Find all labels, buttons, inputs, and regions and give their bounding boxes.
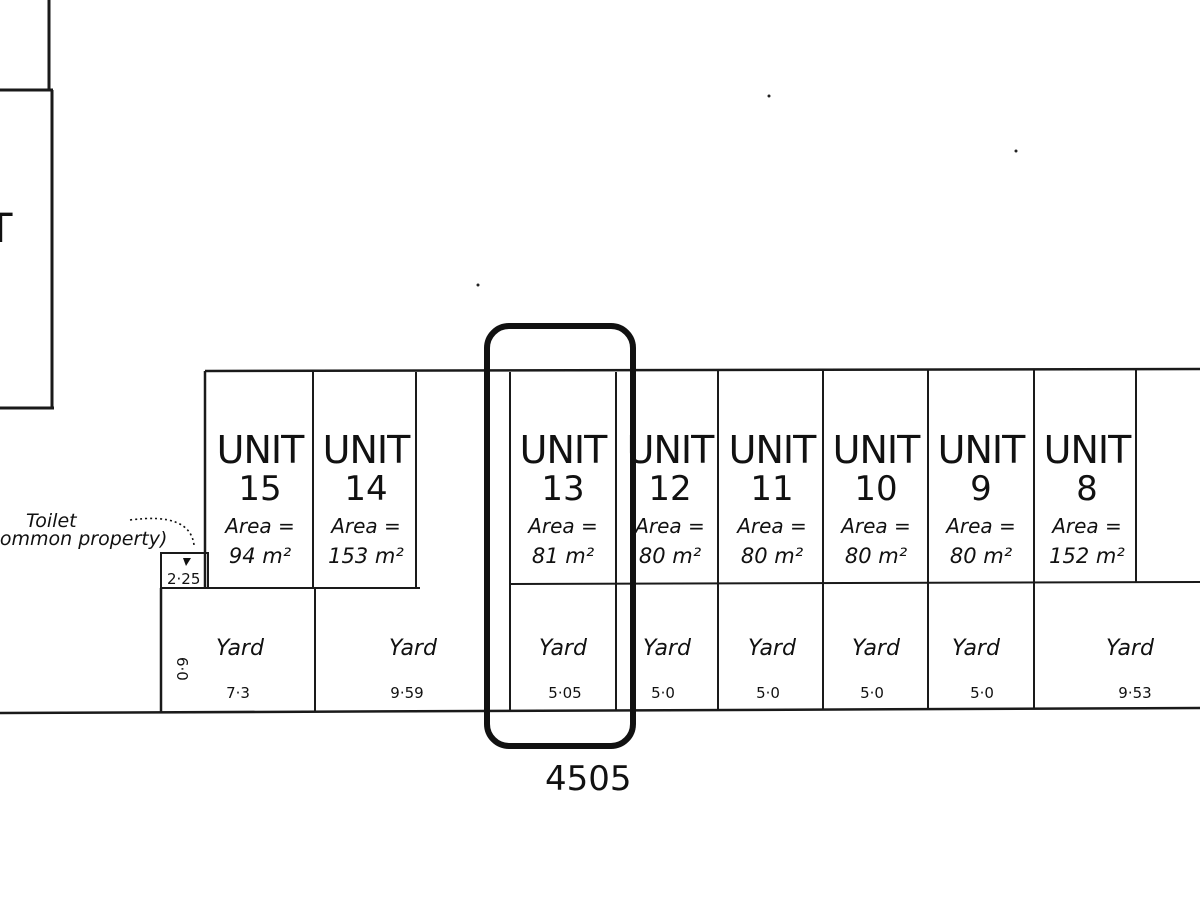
yard-width-dim: 5·05 — [548, 684, 581, 702]
unit-label: UNIT — [729, 428, 817, 472]
yard-label: Yard — [852, 636, 901, 661]
yard-label: Yard — [952, 636, 1001, 661]
yard-width-dim: 5·0 — [860, 684, 884, 702]
area-label: Area = — [944, 514, 1016, 538]
area-label: Area = — [633, 514, 705, 538]
unit-number: 9 — [970, 469, 992, 509]
yard-width-dim: 7·3 — [226, 684, 250, 702]
unit-label: UNIT — [938, 428, 1026, 472]
toilet-area: Toilet (common property) 2·25 6·0 — [0, 510, 209, 681]
toilet-depth-dim: 6·0 — [173, 657, 191, 681]
yard-width-dim: 5·0 — [756, 684, 780, 702]
yard-label: Yard — [748, 636, 797, 661]
yard-label: Yard — [643, 636, 692, 661]
unit-number: 8 — [1076, 469, 1098, 509]
area-value: 153 m² — [328, 544, 404, 568]
speck — [1014, 149, 1018, 153]
area-value: 80 m² — [845, 544, 908, 568]
highlight-plan-number: 4505 — [545, 759, 632, 799]
area-value: 80 m² — [639, 544, 702, 568]
area-label: Area = — [839, 514, 911, 538]
unit-13-highlight: 4505 — [484, 323, 636, 799]
toilet-arrow-icon — [183, 558, 191, 566]
toilet-leader-line — [129, 517, 195, 546]
toilet-label: Toilet — [26, 510, 78, 532]
yard-width-dim: 9·53 — [1118, 684, 1151, 702]
toilet-common-property-label: (common property) — [0, 528, 167, 550]
unit-label: UNIT — [217, 428, 305, 472]
yard-width-dim: 5·0 — [651, 684, 675, 702]
unit-label: UNIT — [1044, 428, 1132, 472]
unit-label: UNIT — [833, 428, 921, 472]
yard-label: Yard — [539, 636, 588, 661]
area-value: 80 m² — [741, 544, 804, 568]
yard-width-dim: 5·0 — [970, 684, 994, 702]
left-building-label: T — [0, 206, 13, 252]
area-value: 81 m² — [532, 544, 595, 568]
yard-width-dim: 9·59 — [390, 684, 423, 702]
unit-number: 12 — [648, 469, 691, 509]
area-value: 80 m² — [950, 544, 1013, 568]
yard-label: Yard — [1106, 636, 1155, 661]
toilet-width-dim: 2·25 — [167, 570, 200, 588]
unit-number: 14 — [344, 469, 387, 509]
area-label: Area = — [1050, 514, 1122, 538]
area-label: Area = — [526, 514, 598, 538]
left-building: T — [0, 0, 54, 410]
speck — [767, 94, 771, 98]
unit-label: UNIT — [323, 428, 411, 472]
building-outline — [0, 367, 1200, 715]
yard-label: Yard — [389, 636, 438, 661]
speck — [476, 283, 480, 287]
unit-number: 15 — [238, 469, 281, 509]
unit-number: 11 — [750, 469, 793, 509]
unit-boundaries — [312, 370, 1200, 712]
area-value: 152 m² — [1049, 544, 1125, 568]
unit-label: UNIT — [520, 428, 608, 472]
area-label: Area = — [329, 514, 401, 538]
area-label: Area = — [735, 514, 807, 538]
unit-number: 10 — [854, 469, 897, 509]
unit-number: 13 — [541, 469, 584, 509]
area-label: Area = — [223, 514, 295, 538]
yard-label: Yard — [216, 636, 265, 661]
unit-label: UNIT — [627, 428, 715, 472]
area-value: 94 m² — [229, 544, 292, 568]
